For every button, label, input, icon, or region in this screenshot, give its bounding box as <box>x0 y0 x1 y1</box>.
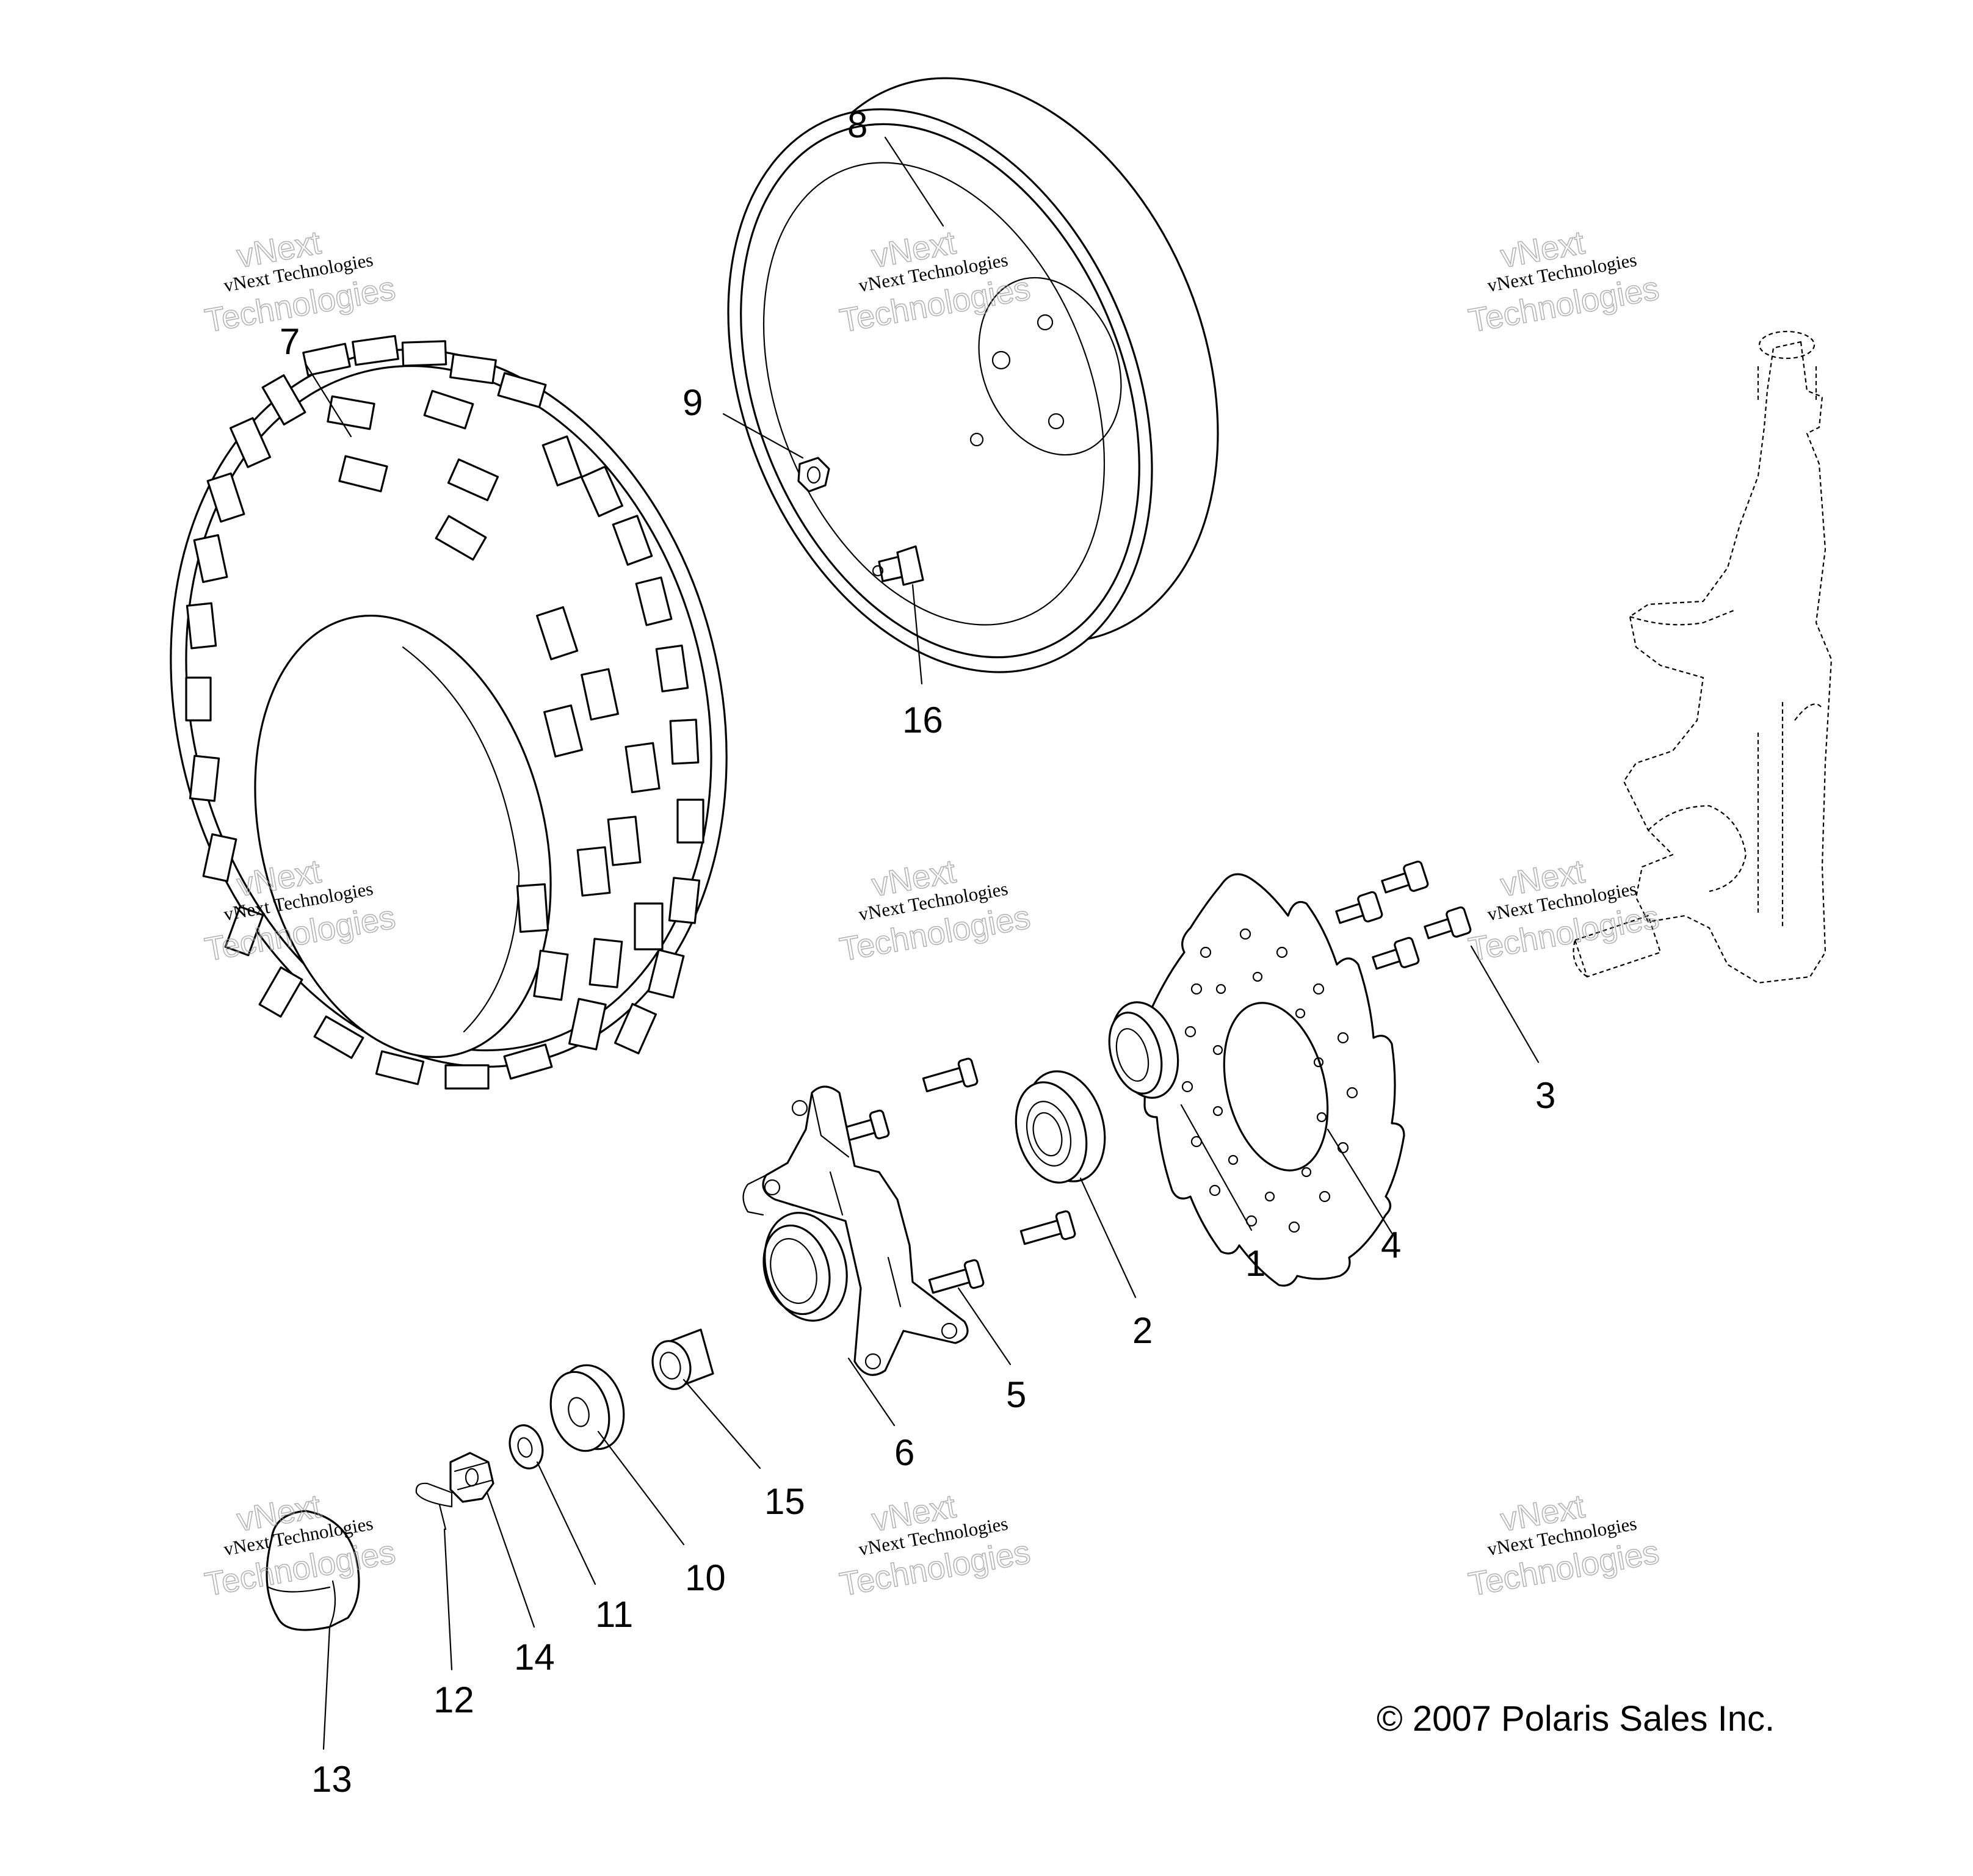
copyright-notice: © 2007 Polaris Sales Inc. <box>1377 1699 1775 1739</box>
callout-numbers: 1 2 3 4 5 6 7 8 9 10 11 12 13 14 15 16 <box>280 104 1555 1800</box>
callout-9: 9 <box>682 382 703 423</box>
callout-6: 6 <box>894 1432 914 1473</box>
watermark-7: vNext vNext Technologies Technologies <box>201 1487 398 1603</box>
part-thick-washer <box>549 1364 625 1452</box>
watermark-8: vNext vNext Technologies Technologies <box>836 1487 1033 1603</box>
part-seal <box>1108 1001 1179 1099</box>
leader-lines <box>304 136 1540 1750</box>
callout-12: 12 <box>433 1679 474 1720</box>
callout-16: 16 <box>902 700 943 741</box>
tire-tread-lugs <box>185 335 704 1090</box>
part-wheel-studs <box>833 1057 1076 1294</box>
callout-4: 4 <box>1381 1225 1401 1266</box>
callout-10: 10 <box>685 1557 726 1598</box>
watermark-9: vNext vNext Technologies Technologies <box>1465 1487 1662 1603</box>
part-tire <box>170 335 728 1090</box>
callout-11: 11 <box>595 1594 633 1635</box>
steering-knuckle <box>1573 330 1833 984</box>
watermark-1: vNext vNext Technologies Technologies <box>201 223 398 339</box>
part-spacer <box>651 1328 714 1390</box>
part-disc-bolts <box>1335 860 1472 970</box>
callout-1: 1 <box>1245 1243 1265 1284</box>
part-cotter-pin <box>415 1482 453 1530</box>
callout-2: 2 <box>1132 1310 1153 1351</box>
callout-7: 7 <box>280 321 300 362</box>
part-bearing <box>1015 1070 1106 1184</box>
callout-14: 14 <box>514 1637 555 1678</box>
callout-13: 13 <box>311 1759 352 1800</box>
callout-15: 15 <box>764 1481 805 1522</box>
part-lug-nut <box>797 457 830 493</box>
watermark-6: vNext vNext Technologies Technologies <box>1465 852 1662 968</box>
part-castle-nut <box>449 1452 494 1503</box>
part-brake-disc <box>1143 873 1405 1287</box>
part-hub-cap <box>266 1510 360 1631</box>
part-washer <box>509 1424 544 1469</box>
callout-5: 5 <box>1006 1374 1026 1415</box>
callout-8: 8 <box>847 104 867 145</box>
part-valve-stem <box>872 545 924 586</box>
callout-3: 3 <box>1535 1075 1555 1116</box>
part-rim <box>727 77 1219 673</box>
watermark-5: vNext vNext Technologies Technologies <box>836 852 1033 968</box>
part-hub <box>742 1085 969 1376</box>
watermark-3: vNext vNext Technologies Technologies <box>1465 223 1662 339</box>
